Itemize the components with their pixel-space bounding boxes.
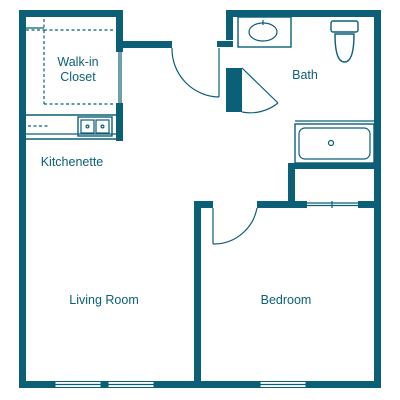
kitchen-sink-drain-right [100,124,105,129]
interior-walls [116,10,381,388]
entry-door-swing [171,47,220,98]
kitchen-sink-basin-left [80,119,95,134]
bath-fixtures [237,16,375,164]
bathtub-inner [298,127,371,160]
toilet-bowl-icon [334,33,355,63]
bath-door-leaf [241,67,279,104]
bedroom-door-swing [212,207,258,245]
wall-right [374,10,381,388]
wall-closet-right-upper [116,10,123,52]
label-living-room: Living Room [69,293,138,307]
label-kitchenette: Kitchenette [41,155,104,169]
bathtub [294,123,375,164]
label-walk-in-closet-line1: Walk-in [57,55,98,69]
wall-entry-stub [217,41,233,47]
wall-bath-left-lower [226,68,233,112]
windows [54,381,307,388]
bathtub-drain [327,139,335,147]
kitchenette-counter [26,114,116,140]
wall-left [19,10,26,388]
wall-bedroom-top-left [194,201,213,208]
wall-tub-bottom [288,163,381,169]
room-labels: Walk-in Closet Bath Kitchenette Living R… [41,55,318,307]
bath-sink-icon [248,22,278,42]
wall-entry-top [116,41,172,48]
wall-top-right [226,10,381,17]
toilet-tank [330,20,359,33]
wall-closet-right-lower [116,103,123,141]
label-walk-in-closet-line2: Closet [60,70,96,84]
wall-bath-left-upper [226,10,233,40]
kitchen-sink-basin-right [95,119,110,134]
label-bedroom: Bedroom [261,293,312,307]
wall-bedroom-left [194,201,201,388]
kitchen-sink-drain-left [85,124,90,129]
wall-top-left [19,10,122,17]
label-bath: Bath [292,68,318,82]
bath-vanity [237,16,292,48]
wall-closet-divider [288,165,295,208]
closet-shelving [26,19,114,105]
kitchen-sink [77,116,113,137]
wall-bedroom-top-mid [257,201,307,208]
bath-door-swing [241,102,279,114]
wall-bath-door-jamb [233,68,242,112]
wall-bedroom-top-right [358,201,381,208]
doors [118,47,358,245]
closet-shelf-outline [26,19,114,105]
